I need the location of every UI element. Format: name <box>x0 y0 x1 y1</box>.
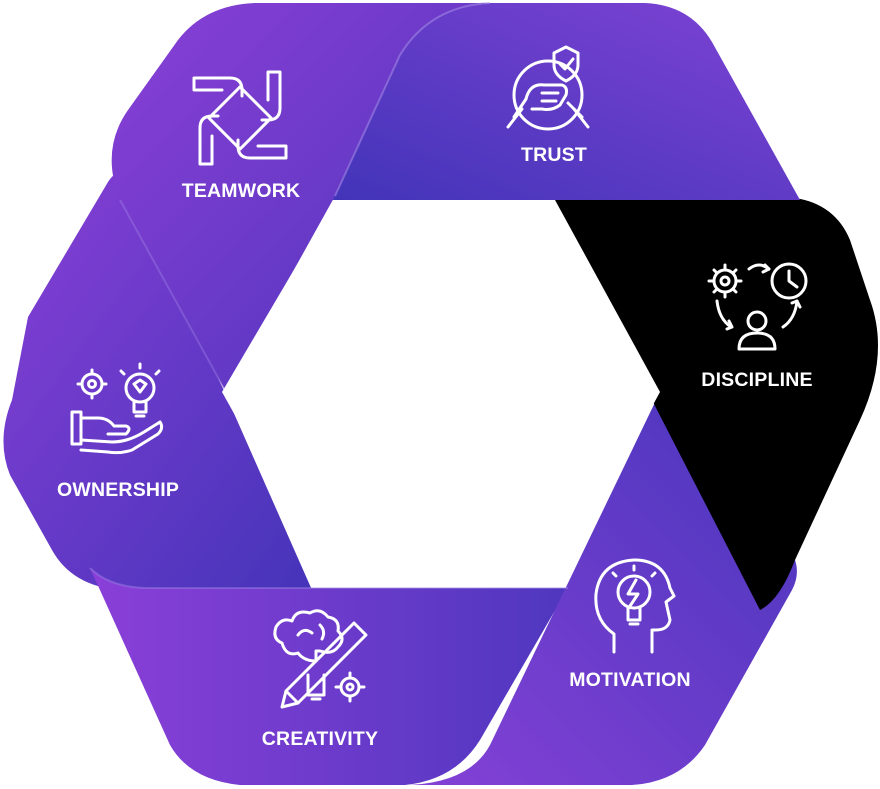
seam-teamwork-trust <box>334 2 491 197</box>
teamwork-icon <box>192 70 288 166</box>
creativity-icon <box>273 609 368 709</box>
seam-ownership-teamwork <box>119 199 227 393</box>
motivation-label: MOTIVATION <box>569 669 691 691</box>
trust-label: TRUST <box>521 144 587 166</box>
motivation-icon <box>594 558 676 654</box>
segment-trust <box>320 3 800 200</box>
trust-icon <box>506 45 590 131</box>
center-hexagon <box>222 200 660 585</box>
seam-creativity <box>89 567 568 589</box>
segment-ownership <box>3 172 312 590</box>
teamwork-label: TEAMWORK <box>182 180 301 202</box>
ownership-label: OWNERSHIP <box>57 479 179 501</box>
discipline-icon <box>707 262 808 351</box>
segment-teamwork <box>111 3 491 392</box>
creativity-label: CREATIVITY <box>262 728 378 750</box>
discipline-label: DISCIPLINE <box>701 369 812 391</box>
segment-creativity <box>90 568 568 785</box>
ownership-icon <box>70 362 164 455</box>
